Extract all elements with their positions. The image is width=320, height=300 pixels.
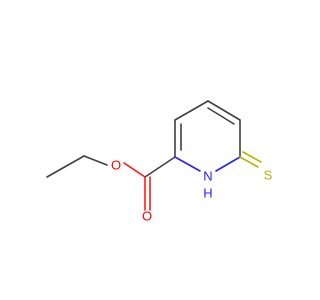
bond-c6-s-b — [242, 151, 262, 163]
carbonyl-oxygen-label: O — [142, 209, 152, 224]
ester-oxygen-label: O — [111, 158, 121, 173]
ring-nitrogen-label: N — [203, 169, 212, 184]
bond-ch2-o — [83, 155, 108, 166]
bond-carbonyl-carbon-ring — [144, 156, 176, 178]
bond-ch3-ch2 — [46, 155, 85, 178]
ethyl-group — [46, 155, 108, 178]
ring-inner-double-c4-c5 — [207, 107, 235, 125]
structure-canvas: O O N H S — [46, 100, 273, 224]
ring-bond-c3-c4 — [174, 100, 209, 121]
thione-sulfur-label: S — [264, 168, 273, 183]
pyridine-thione-ring — [174, 100, 262, 172]
ring-bond-c4-c5 — [207, 100, 241, 121]
bond-o-carbonyl-carbon — [123, 162, 146, 178]
bond-c6-s-a — [239, 156, 259, 168]
ester-group — [123, 156, 176, 211]
atom-labels: O O N H S — [111, 158, 273, 224]
ring-nh-hydrogen-label: H — [203, 186, 212, 201]
molecule-diagram: O O N H S — [46, 100, 273, 224]
ring-bond-n-c2 — [174, 156, 201, 172]
ring-bond-c6-n — [215, 156, 241, 172]
